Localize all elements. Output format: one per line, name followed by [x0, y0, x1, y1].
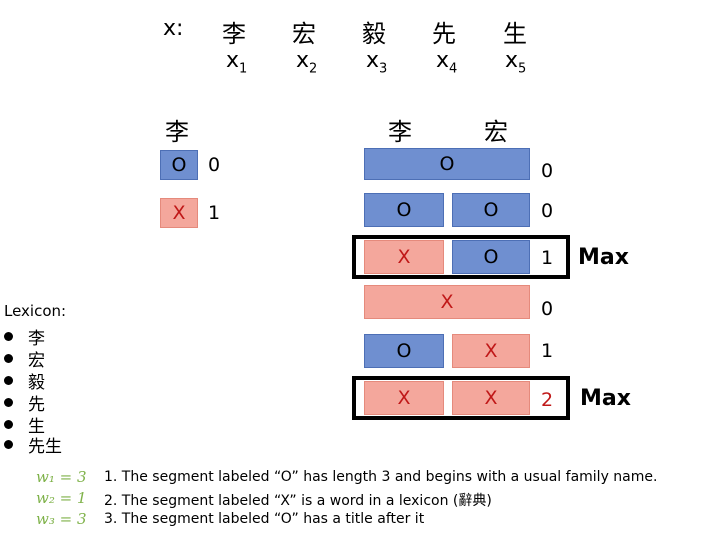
lexicon-item: 宏 [4, 346, 45, 371]
right-row-3-cell-1: X [364, 240, 444, 274]
header-var-4: x4 [436, 48, 458, 77]
header-char-4: 先 [432, 20, 456, 48]
weight-2: w₂ = 1 [36, 489, 87, 507]
max-label-2: Max [580, 386, 631, 411]
weight-3: w₃ = 3 [36, 510, 87, 528]
bullet-icon [4, 420, 13, 429]
right-row-6-value: 2 [541, 389, 554, 411]
right-row-3-cell-2: O [452, 240, 530, 274]
rule-3: 3. The segment labeled “O” has a title a… [104, 511, 425, 527]
right-row-6-cell-2: X [452, 381, 530, 415]
weight-1: w₁ = 3 [36, 468, 87, 486]
right-row-4-cell: X [364, 285, 530, 319]
left-row-2-cell: X [160, 198, 198, 228]
bullet-icon [4, 354, 13, 363]
right-row-5-cell-1: O [364, 334, 444, 368]
right-row-3-value: 1 [541, 247, 554, 269]
right-row-5-cell-2: X [452, 334, 530, 368]
header-var-2: x2 [296, 48, 318, 77]
header-var-5: x5 [505, 48, 527, 77]
header-char-3: 毅 [362, 20, 386, 48]
header-char-1: 李 [222, 20, 246, 48]
lexicon-item: 先 [4, 390, 45, 415]
rule-1: 1. The segment labeled “O” has length 3 … [104, 469, 658, 485]
left-table-title: 李 [165, 118, 189, 146]
bullet-icon [4, 332, 13, 341]
left-row-2-value: 1 [208, 202, 221, 224]
bullet-icon [4, 398, 13, 407]
right-row-6-cell-1: X [364, 381, 444, 415]
max-highlight-frame-1 [352, 235, 570, 279]
rule-2: 2. The segment labeled “X” is a word in … [104, 493, 492, 509]
right-row-5-value: 1 [541, 340, 554, 362]
x-label: x: [163, 16, 184, 41]
lexicon-item: 毅 [4, 368, 45, 393]
right-col-header-2: 宏 [484, 118, 508, 146]
right-row-2-value: 0 [541, 200, 554, 222]
lexicon-title: Lexicon: [4, 302, 67, 320]
left-row-1-cell: O [160, 150, 198, 180]
right-row-2-cell-2: O [452, 193, 530, 227]
header-var-3: x3 [366, 48, 388, 77]
lexicon-item: 先生 [4, 432, 62, 457]
right-col-header-1: 李 [388, 118, 412, 146]
max-label-1: Max [578, 245, 629, 270]
header-char-2: 宏 [292, 20, 316, 48]
header-var-1: x1 [226, 48, 248, 77]
max-highlight-frame-2 [352, 376, 570, 420]
right-row-2-cell-1: O [364, 193, 444, 227]
left-row-1-value: 0 [208, 154, 221, 176]
lexicon-item: 李 [4, 324, 45, 349]
bullet-icon [4, 440, 13, 449]
bullet-icon [4, 376, 13, 385]
right-row-1-cell: O [364, 148, 530, 180]
lexicon-item: 生 [4, 412, 45, 437]
right-row-4-value: 0 [541, 298, 554, 320]
header-char-5: 生 [503, 20, 527, 48]
right-row-1-value: 0 [541, 160, 554, 182]
